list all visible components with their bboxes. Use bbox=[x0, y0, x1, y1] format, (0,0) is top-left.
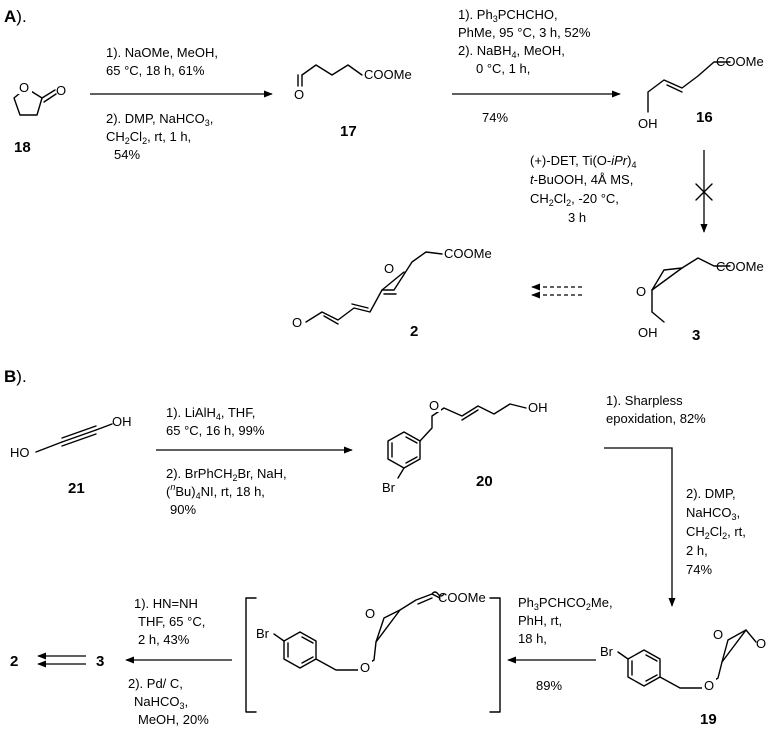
conditions-b2-line7: 74% bbox=[686, 562, 712, 577]
conditions-b3-line3: 18 h, bbox=[518, 631, 547, 646]
atom-br-intermediate: Br bbox=[256, 626, 270, 641]
conditions-b1-line3: 2). BrPhCH2Br, NaH, bbox=[166, 466, 287, 483]
atom-o-ether-intermediate: O bbox=[360, 660, 370, 675]
compound-label-2a: 2 bbox=[410, 323, 418, 340]
conditions-b1-line5: 90% bbox=[170, 502, 196, 517]
atom-oh-3: OH bbox=[638, 325, 658, 340]
conditions-b4-line2: THF, 65 °C, bbox=[138, 614, 205, 629]
section-a-label: A). bbox=[4, 7, 27, 26]
atom-coome-16: COOMe bbox=[716, 54, 764, 69]
conditions-a3-line3: CH2Cl2, -20 °C, bbox=[530, 191, 619, 208]
conditions-b4-line4: 2). Pd/ C, bbox=[128, 676, 183, 691]
atom-o-ether-19: O bbox=[704, 678, 714, 693]
conditions-b2-line2: epoxidation, 82% bbox=[606, 411, 706, 426]
atom-coome-3: COOMe bbox=[716, 259, 764, 274]
conditions-b3-line1: Ph3PCHCO2Me, bbox=[518, 595, 613, 612]
atom-o-epoxide-3: O bbox=[636, 284, 646, 299]
compound-label-3b: 3 bbox=[96, 653, 104, 670]
compound-3-structure: O COOMe OH bbox=[636, 257, 764, 340]
conditions-b1-line2: 65 °C, 16 h, 99% bbox=[166, 423, 265, 438]
atom-br-19: Br bbox=[600, 644, 614, 659]
compound-label-21: 21 bbox=[68, 480, 85, 497]
compound-label-17: 17 bbox=[340, 123, 357, 140]
conditions-a1-line4: CH2Cl2, rt, 1 h, bbox=[106, 129, 191, 146]
compound-17-structure: O COOMe bbox=[294, 64, 412, 102]
atom-o-aldehyde-2: O bbox=[292, 315, 302, 330]
atom-o-carbonyl-18: O bbox=[56, 83, 66, 98]
conditions-a2-line2: PhMe, 95 °C, 3 h, 52% bbox=[458, 25, 591, 40]
atom-br-20: Br bbox=[382, 480, 396, 495]
atom-o-epoxide-19: O bbox=[713, 627, 723, 642]
conditions-a1-line2: 65 °C, 18 h, 61% bbox=[106, 63, 205, 78]
compound-21-structure: HO OH bbox=[10, 414, 132, 460]
compound-label-3a: 3 bbox=[692, 327, 700, 344]
conditions-a2-line1: 1). Ph3PCHCHO, bbox=[458, 7, 558, 24]
compound-18-structure: O O bbox=[13, 80, 66, 116]
compound-label-16: 16 bbox=[696, 109, 713, 126]
reaction-arrow-b2 bbox=[604, 447, 676, 607]
conditions-a1-line5: 54% bbox=[114, 147, 140, 162]
conditions-a2-line4: 0 °C, 1 h, bbox=[476, 61, 530, 76]
conditions-b2-line4: NaHCO3, bbox=[686, 505, 740, 522]
conditions-b4-line3: 2 h, 43% bbox=[138, 632, 190, 647]
conditions-b4-line6: MeOH, 20% bbox=[138, 712, 209, 727]
atom-o-epoxide-2: O bbox=[384, 261, 394, 276]
atom-o-epoxide-intermediate: O bbox=[365, 606, 375, 621]
intermediate-structure: Br O O COOMe bbox=[256, 590, 486, 675]
conditions-b1-line4: (nBu)4NI, rt, 18 h, bbox=[166, 482, 265, 501]
compound-16-structure: COOMe OH bbox=[638, 54, 764, 131]
atom-oh-20: OH bbox=[528, 400, 548, 415]
conditions-b2-line3: 2). DMP, bbox=[686, 486, 736, 501]
compound-label-20: 20 bbox=[476, 473, 493, 490]
section-b-label: B). bbox=[4, 367, 27, 386]
conditions-a3-line4: 3 h bbox=[568, 210, 586, 225]
compound-label-19: 19 bbox=[700, 711, 717, 728]
compound-label-18: 18 bbox=[14, 139, 31, 156]
atom-o-ring-18: O bbox=[19, 80, 29, 95]
conditions-b1-line1: 1). LiAlH4, THF, bbox=[166, 405, 255, 422]
conditions-a2-line3: 2). NaBH4, MeOH, bbox=[458, 43, 565, 60]
compound-20-structure: Br O OH bbox=[382, 398, 548, 495]
atom-coome-intermediate: COOMe bbox=[438, 590, 486, 605]
conditions-b4-line1: 1). HN=NH bbox=[134, 596, 198, 611]
atom-oh-21: OH bbox=[112, 414, 132, 429]
conditions-b3-line2: PhH, rt, bbox=[518, 613, 562, 628]
atom-o-aldehyde-19: O bbox=[756, 636, 766, 651]
atom-oh-16: OH bbox=[638, 116, 658, 131]
conditions-a1-line3: 2). DMP, NaHCO3, bbox=[106, 111, 213, 128]
atom-ho-21: HO bbox=[10, 445, 30, 460]
conditions-b3-yield: 89% bbox=[536, 678, 562, 693]
atom-o-17: O bbox=[294, 87, 304, 102]
failed-mark-2 bbox=[695, 183, 713, 201]
bracket-right bbox=[489, 597, 501, 713]
atom-o-20: O bbox=[429, 398, 439, 413]
conditions-b4-line5: NaHCO3, bbox=[134, 694, 188, 711]
compound-19-structure: Br O O O bbox=[600, 627, 766, 693]
conditions-b2-line1: 1). Sharpless bbox=[606, 393, 683, 408]
compound-label-2b: 2 bbox=[10, 653, 18, 670]
atom-coome-2: COOMe bbox=[444, 246, 492, 261]
conditions-a3-line1: (+)-DET, Ti(O-iPr)4 bbox=[530, 153, 637, 170]
conditions-b2-line6: 2 h, bbox=[686, 543, 708, 558]
conditions-a2-yield: 74% bbox=[482, 110, 508, 125]
atom-coome-17: COOMe bbox=[364, 67, 412, 82]
compound-2-structure: O O COOMe bbox=[292, 246, 492, 330]
conditions-a1-line1: 1). NaOMe, MeOH, bbox=[106, 45, 218, 60]
conditions-a3-line2: t-BuOOH, 4Å MS, bbox=[530, 172, 633, 187]
bracket-left bbox=[245, 597, 257, 713]
conditions-b2-line5: CH2Cl2, rt, bbox=[686, 524, 746, 541]
